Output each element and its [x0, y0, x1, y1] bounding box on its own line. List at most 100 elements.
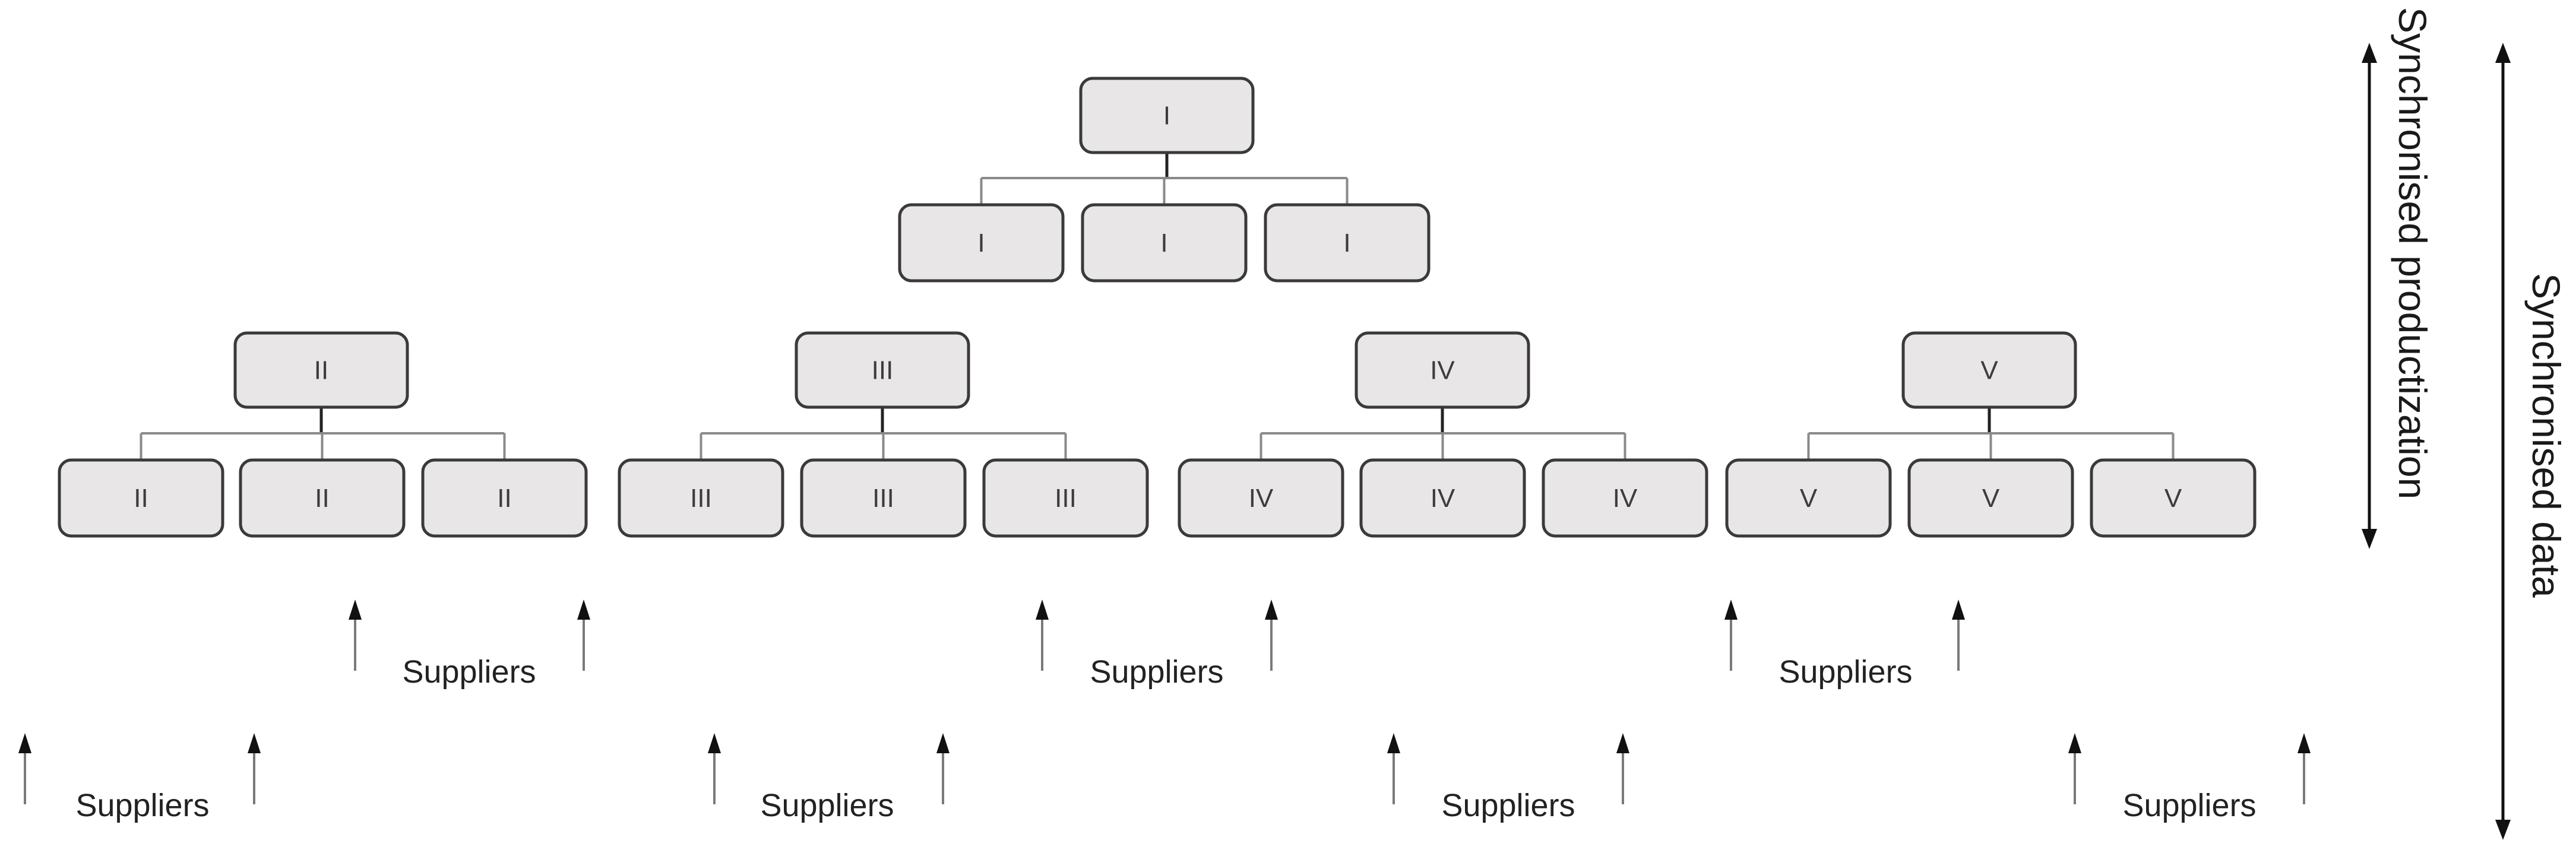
hierarchy-group-i: I I I I [898, 77, 1431, 283]
hierarchy-group-iii: III III III III [618, 331, 1149, 538]
node-top: V [1901, 331, 2077, 409]
node-top-shape [1355, 331, 1530, 409]
arrow-head [1952, 600, 1965, 620]
suppliers-label: Suppliers [1090, 654, 1223, 690]
node-top-label: IV [1430, 356, 1455, 385]
node-top-shape [1901, 331, 2077, 409]
suppliers-label: Suppliers [402, 654, 536, 690]
suppliers-group: Suppliers [1778, 654, 1912, 690]
arrow-head [708, 733, 721, 753]
up-arrow [349, 600, 362, 671]
node-child: II [239, 458, 406, 538]
arrow-head [577, 600, 590, 620]
arrow-head [349, 600, 362, 620]
node-child-shape [800, 458, 967, 538]
suppliers-group: Suppliers [402, 654, 536, 690]
node-child: IV [1359, 458, 1526, 538]
node-top-label: III [872, 356, 894, 385]
node-child-label: II [497, 484, 511, 513]
node-child-label: III [690, 484, 712, 513]
synchronised-productization-label: Synchronised productization [2391, 7, 2435, 499]
node-child-label: V [1982, 484, 2000, 513]
suppliers-label: Suppliers [1778, 654, 1912, 690]
node-child-shape [1359, 458, 1526, 538]
suppliers-group: Suppliers [1441, 788, 1575, 823]
node-child-shape [2090, 458, 2257, 538]
node-child-label: IV [1431, 484, 1455, 513]
up-arrow [1616, 733, 1629, 804]
arrow-head [1616, 733, 1629, 753]
node-child-shape [1081, 203, 1248, 283]
node-top-label: V [1980, 356, 1998, 385]
up-arrow [2297, 733, 2311, 804]
arrow-head-up [2362, 43, 2377, 63]
suppliers-label: Suppliers [2122, 788, 2256, 823]
up-arrow [1952, 600, 1965, 671]
up-arrow [248, 733, 261, 804]
node-child-shape [239, 458, 406, 538]
up-arrow [1724, 600, 1738, 671]
productization-double-arrow [2362, 43, 2377, 549]
node-child-shape [421, 458, 588, 538]
node-child-shape [1178, 458, 1344, 538]
node-child: V [1907, 458, 2074, 538]
arrow-head [1724, 600, 1738, 620]
node-top-shape [233, 331, 409, 409]
suppliers-label: Suppliers [75, 788, 209, 823]
node-child: III [618, 458, 784, 538]
node-child: V [1725, 458, 1892, 538]
node-child-label: V [1800, 484, 1818, 513]
hierarchy-group-iv: IV IV IV IV [1178, 331, 1708, 538]
node-top-label: II [314, 356, 328, 385]
node-child-label: I [1160, 229, 1167, 258]
node-child: I [1264, 203, 1431, 283]
node-child-label: III [1055, 484, 1077, 513]
suppliers-label: Suppliers [1441, 788, 1575, 823]
arrow-head [1036, 600, 1049, 620]
node-top: I [1079, 77, 1255, 154]
node-top: IV [1355, 331, 1530, 409]
node-child-shape [1264, 203, 1431, 283]
up-arrow [18, 733, 31, 804]
arrow-head-up [2495, 43, 2511, 63]
up-arrow [1036, 600, 1049, 671]
up-arrow [1387, 733, 1400, 804]
up-arrow [708, 733, 721, 804]
node-child-label: I [977, 229, 985, 258]
arrow-head [18, 733, 31, 753]
node-child-shape [58, 458, 224, 538]
node-child-label: I [1343, 229, 1350, 258]
suppliers-group: Suppliers [75, 788, 209, 823]
up-arrow [936, 733, 950, 804]
arrow-head [2297, 733, 2311, 753]
hierarchy-group-v: V V V V [1725, 331, 2257, 538]
suppliers-group: Suppliers [760, 788, 894, 823]
node-child: I [898, 203, 1065, 283]
arrow-head-down [2495, 820, 2511, 840]
up-arrow [577, 600, 590, 671]
node-top-label: I [1163, 102, 1170, 131]
node-child-shape [1542, 458, 1708, 538]
synchronised-data-label: Synchronised data [2524, 273, 2568, 598]
node-child: IV [1542, 458, 1708, 538]
node-child-shape [1725, 458, 1892, 538]
node-child: II [421, 458, 588, 538]
node-child-shape [1907, 458, 2074, 538]
node-child: III [800, 458, 967, 538]
suppliers-group: Suppliers [2122, 788, 2256, 823]
node-child: V [2090, 458, 2257, 538]
arrow-head [1387, 733, 1400, 753]
arrow-head [248, 733, 261, 753]
arrow-head [936, 733, 950, 753]
up-arrow [2068, 733, 2081, 804]
data-double-arrow [2495, 43, 2511, 840]
node-child-label: IV [1613, 484, 1638, 513]
node-child: IV [1178, 458, 1344, 538]
arrow-head [1265, 600, 1278, 620]
node-child-label: II [315, 484, 329, 513]
node-top-shape [1079, 77, 1255, 154]
node-top-shape [795, 331, 970, 409]
node-child-label: IV [1249, 484, 1274, 513]
